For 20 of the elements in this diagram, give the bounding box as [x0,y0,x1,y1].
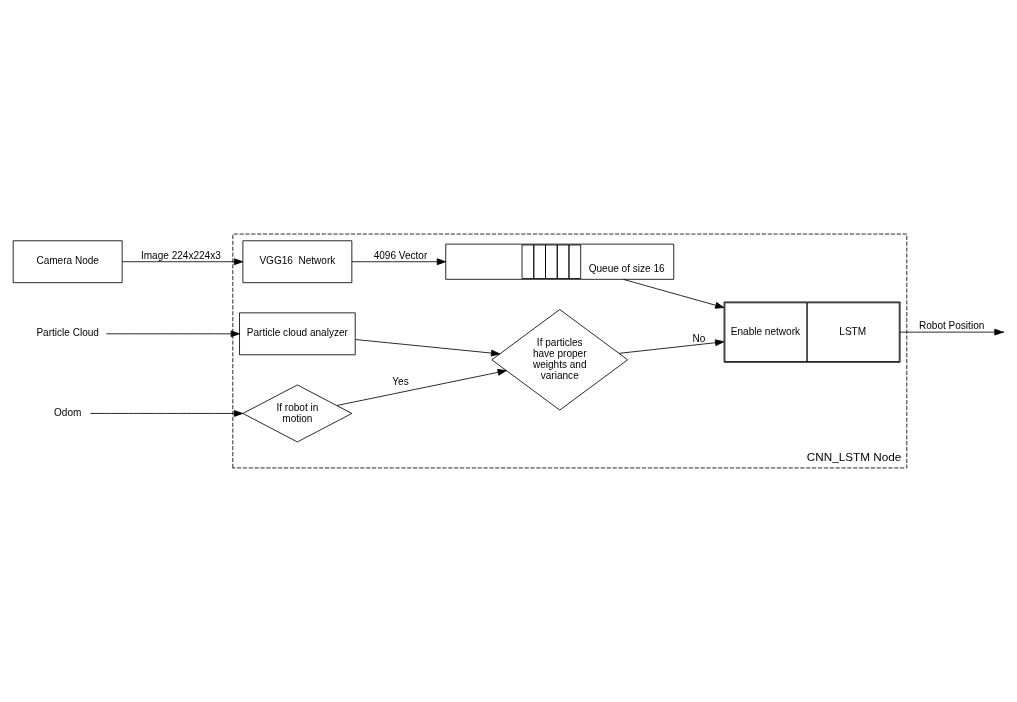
edge-label: Robot Position [918,320,985,332]
node-box: Camera Node [12,240,123,284]
node-diamond: If robot in motion [242,384,353,443]
arrow [899,328,1004,336]
arrow [351,258,447,266]
node-box: Particle cloud analyzer [239,312,356,356]
arrow [623,278,725,309]
edge-label: No [692,332,706,344]
arrow [89,410,244,417]
node-box: VGG16 Network [242,240,353,284]
arrow [355,339,501,357]
edge-label: Image 224x224x3 [140,249,221,261]
arrow [106,330,240,338]
node-text: Odom [54,407,82,419]
arrow [618,339,725,354]
arrow [121,258,244,266]
node-text: Particle Cloud [36,327,99,339]
edge-label: Yes [392,376,409,388]
arrow [336,369,507,406]
edge-label: 4096 Vector [373,249,428,261]
